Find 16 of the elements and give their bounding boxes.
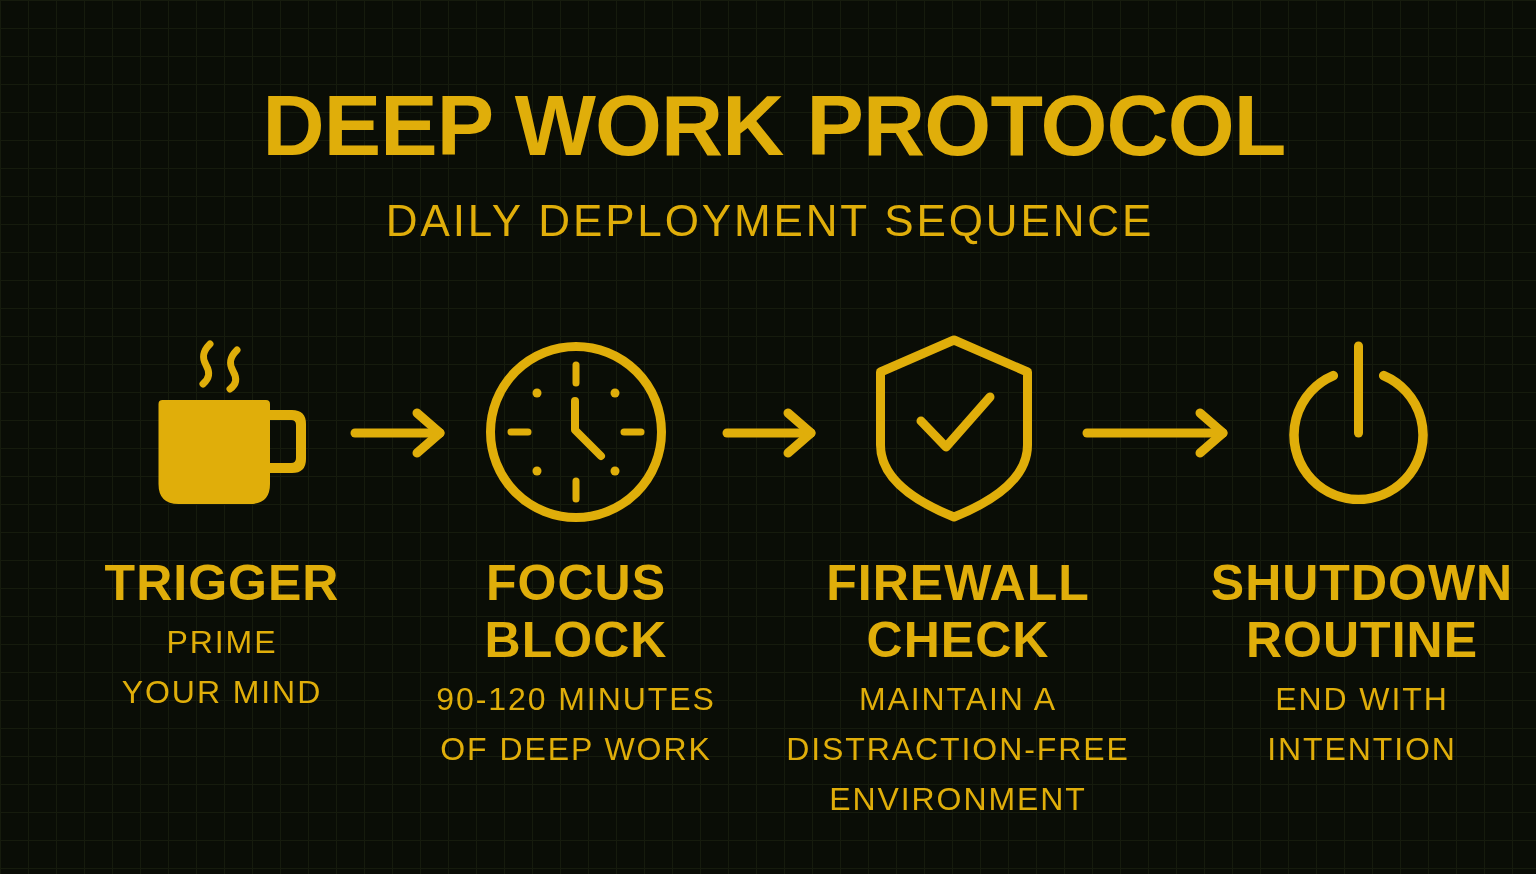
diagram-title: DEEP WORK PROTOCOL — [262, 82, 1286, 168]
step-description: PRIME YOUR MIND — [120, 623, 324, 712]
shield-check-icon — [876, 335, 1032, 522]
step-description: 90-120 MINUTES OF DEEP WORK — [435, 680, 717, 769]
arrow — [1082, 408, 1228, 458]
step-title: SHUTDOWN ROUTINE — [1210, 555, 1514, 669]
step-title: TRIGGER — [104, 555, 340, 612]
arrow — [722, 408, 816, 458]
arrow — [350, 408, 445, 458]
clock-icon — [485, 341, 667, 523]
subtitle: DAILY DEPLOYMENT SEQUENCE — [385, 199, 1155, 243]
step-title: FOCUS BLOCK — [483, 555, 669, 669]
step-description: MAINTAIN A DISTRACTION-FREE ENVIRONMENT — [785, 680, 1131, 819]
step-title: FIREWALL CHECK — [825, 555, 1091, 669]
step-description: END WITH INTENTION — [1266, 680, 1458, 769]
power-icon — [1286, 341, 1431, 504]
